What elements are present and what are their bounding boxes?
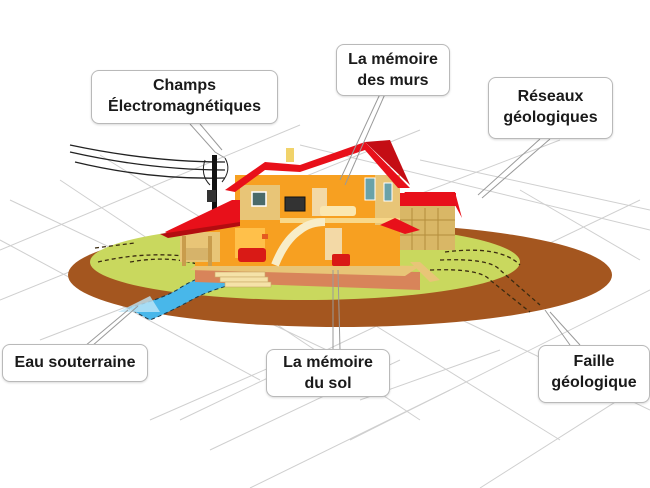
callout-line2: des murs bbox=[357, 72, 429, 89]
power-line-pole bbox=[69, 144, 229, 215]
callout-eau-souterraine[interactable]: Eau souterraine bbox=[2, 344, 148, 382]
house-illustration bbox=[160, 140, 462, 290]
callout-line1: Faille bbox=[573, 353, 615, 370]
callout-memoire-des-murs[interactable]: La mémoire des murs bbox=[336, 44, 450, 96]
callout-reseaux-geologiques[interactable]: Réseaux géologiques bbox=[488, 77, 613, 139]
callout-line1: La mémoire bbox=[348, 51, 438, 68]
callout-faille-geologique[interactable]: Faille géologique bbox=[538, 345, 650, 403]
callout-line1: Eau souterraine bbox=[14, 354, 136, 371]
callout-line2: du sol bbox=[304, 375, 352, 392]
callout-memoire-du-sol[interactable]: La mémoire du sol bbox=[266, 349, 390, 397]
callout-line1: La mémoire bbox=[283, 354, 373, 371]
callout-line1: Réseaux bbox=[517, 88, 584, 105]
callout-line2: géologique bbox=[551, 374, 637, 391]
callout-line2: géologiques bbox=[503, 109, 598, 126]
leader-lines bbox=[84, 93, 581, 351]
callout-line2: Électromagnétiques bbox=[108, 98, 261, 115]
callout-line1: Champs bbox=[152, 77, 217, 94]
callout-champs-electromagnetiques[interactable]: Champs Électromagnétiques bbox=[91, 70, 278, 124]
